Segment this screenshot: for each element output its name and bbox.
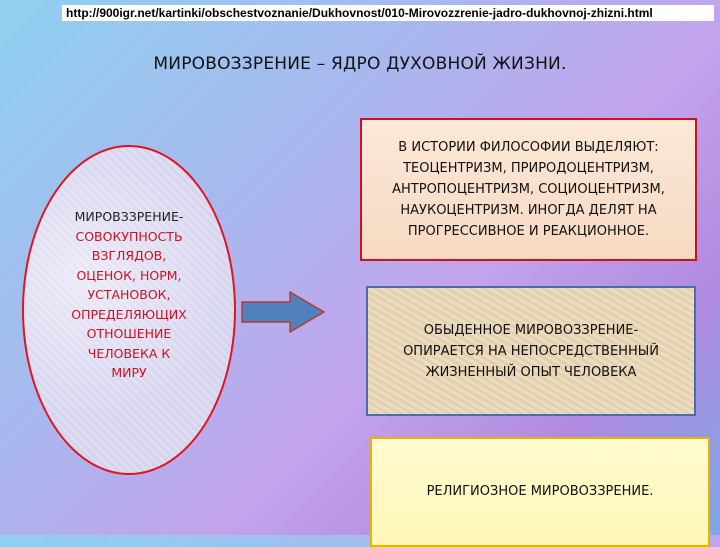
ordinary-worldview-box: ОБЫДЕННОЕ МИРОВОЗЗРЕНИЕ- ОПИРАЕТСЯ НА НЕ… <box>366 286 696 416</box>
box-line: ТЕОЦЕНТРИЗМ, ПРИРОДОЦЕНТРИЗМ, <box>403 161 654 176</box>
box-line: РЕЛИГИОЗНОЕ МИРОВОЗЗРЕНИЕ. <box>426 484 654 499</box>
definition-term: МИРОВЗЗРЕНИЕ- <box>74 209 184 224</box>
box-line: ОПИРАЕТСЯ НА НЕПОСРЕДСТВЕННЫЙ <box>403 343 659 359</box>
definition-line: УСТАНОВОК, <box>87 287 171 302</box>
definition-oval <box>22 145 236 475</box>
slide-title: МИРОВОЗЗРЕНИЕ – ЯДРО ДУХОВНОЙ ЖИЗНИ. <box>153 54 567 74</box>
definition-line: ОПРЕДЕЛЯЮЩИХ <box>71 306 187 322</box>
box-line: В ИСТОРИИ ФИЛОСОФИИ ВЫДЕЛЯЮТ: <box>398 140 659 155</box>
right-arrow-icon <box>241 291 325 333</box>
box-line: НАУКОЦЕНТРИЗМ. ИНОГДА ДЕЛЯТ НА <box>400 203 657 218</box>
definition-text: МИРОВЗЗРЕНИЕ- СОВОКУПНОСТЬ ВЗГЛЯДОВ, ОЦЕ… <box>22 207 236 383</box>
source-url: http://900igr.net/kartinki/obschestvozna… <box>62 5 714 21</box>
box-line: ЖИЗНЕННЫЙ ОПЫТ ЧЕЛОВЕКА <box>425 364 637 380</box>
definition-line: ОТНОШЕНИЕ <box>86 326 172 341</box>
definition-line: СОВОКУПНОСТЬ <box>75 228 183 244</box>
definition-line: ВЗГЛЯДОВ, <box>91 248 167 263</box>
philosophy-history-box: В ИСТОРИИ ФИЛОСОФИИ ВЫДЕЛЯЮТ: ТЕОЦЕНТРИЗ… <box>360 118 697 261</box>
definition-line: МИРУ <box>111 365 147 380</box>
definition-line: ЧЕЛОВЕКА К <box>87 345 171 361</box>
box-line: ПРОГРЕССИВНОЕ И РЕАКЦИОННОЕ. <box>407 224 650 239</box>
religious-worldview-box: РЕЛИГИОЗНОЕ МИРОВОЗЗРЕНИЕ. <box>370 437 710 547</box>
definition-line: ОЦЕНОК, НОРМ, <box>76 267 182 283</box>
box-line: ОБЫДЕННОЕ МИРОВОЗЗРЕНИЕ- <box>423 322 639 338</box>
box-line: АНТРОПОЦЕНТРИЗМ, СОЦИОЦЕНТРИЗМ, <box>392 182 665 197</box>
